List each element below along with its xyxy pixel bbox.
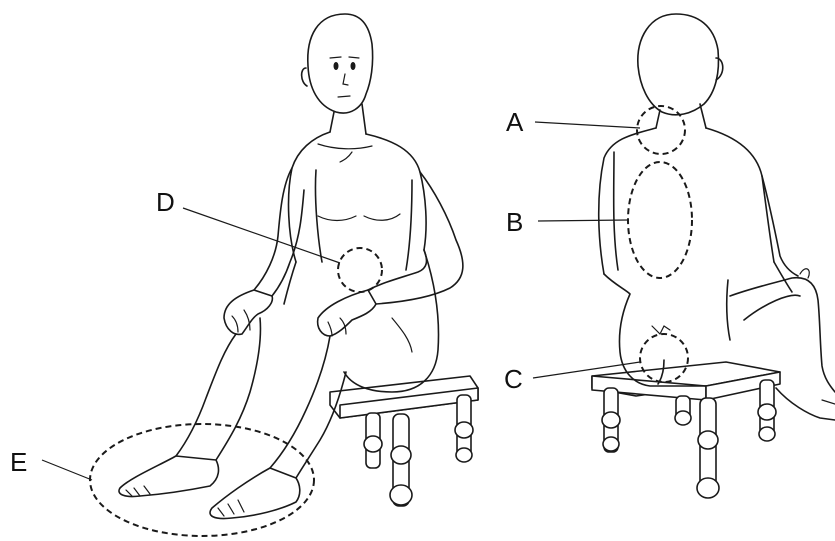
front-leg-right	[210, 336, 346, 519]
front-figure	[90, 14, 478, 536]
region-b-ellipse	[628, 162, 692, 278]
front-arm-right	[318, 172, 463, 336]
front-stool	[330, 376, 478, 506]
label-d: D	[156, 187, 175, 217]
front-hips	[284, 250, 438, 392]
back-head	[638, 14, 723, 115]
region-d-circle	[338, 248, 382, 292]
back-figure	[592, 14, 835, 498]
region-a-circle	[637, 106, 685, 154]
back-stool	[592, 362, 780, 498]
label-e: E	[10, 447, 27, 477]
label-c: C	[504, 364, 523, 394]
front-leg-left	[119, 318, 261, 497]
leader-a	[535, 122, 640, 128]
leader-e	[42, 460, 92, 480]
label-a: A	[506, 107, 524, 137]
front-head	[302, 14, 373, 113]
front-arm-left	[224, 168, 304, 334]
label-b: B	[506, 207, 523, 237]
back-body	[599, 104, 774, 386]
front-torso	[289, 104, 427, 270]
